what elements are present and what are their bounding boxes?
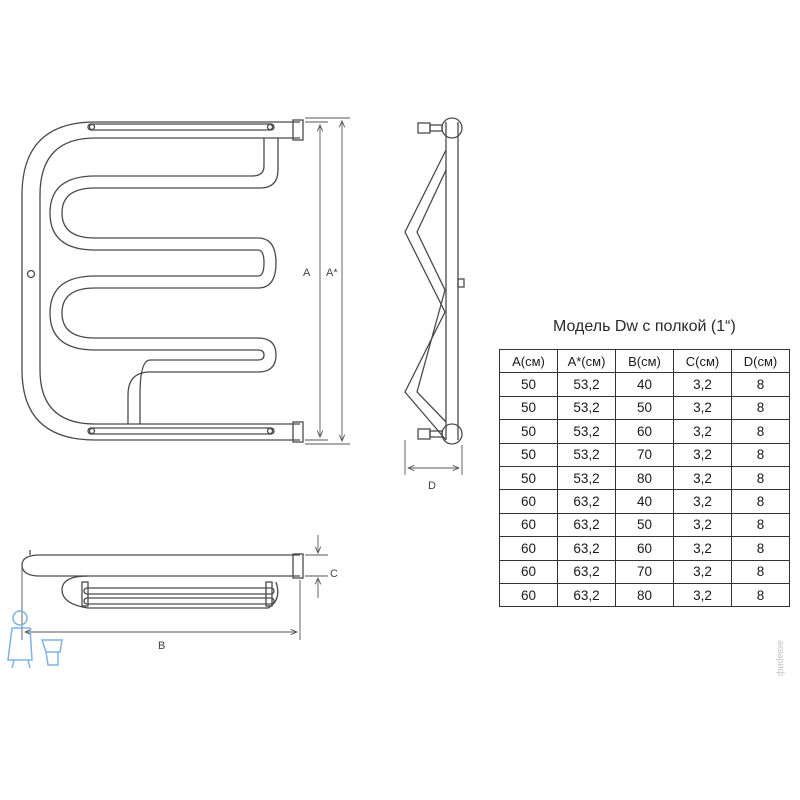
table-cell: 60 (615, 536, 674, 561)
table-cell: 3,2 (673, 489, 732, 514)
table-cell: 70 (615, 442, 674, 467)
dimension-a (305, 117, 350, 445)
table-cell: 3,2 (673, 442, 732, 467)
label-d: D (428, 480, 436, 492)
table-cell: 53,2 (557, 465, 616, 491)
watermark: аквариф (776, 640, 786, 677)
table-cell: 50 (499, 465, 558, 491)
top-rail (87, 123, 275, 131)
plumber-logo-icon (7, 610, 63, 669)
table-cell: 60 (499, 582, 558, 608)
table-cell: 8 (731, 489, 790, 514)
header-b: B(см) (615, 348, 674, 374)
table-cell: 8 (731, 395, 790, 421)
table-cell: 50 (615, 395, 674, 421)
label-c: C (330, 568, 338, 580)
front-frame-outer (21, 121, 300, 441)
coil-outer (61, 138, 279, 424)
header-a: A(см) (499, 348, 558, 374)
table-cell: 50 (499, 442, 558, 467)
table-cell: 63,2 (557, 559, 616, 584)
header-d: D(см) (731, 348, 790, 374)
table-cell: 3,2 (673, 582, 732, 608)
table-cell: 63,2 (557, 582, 616, 608)
header-a-star: A*(см) (557, 348, 616, 374)
bottom-end-cap (292, 421, 304, 443)
table-cell: 80 (615, 582, 674, 608)
table-cell: 80 (615, 465, 674, 491)
table-cell: 60 (499, 512, 558, 538)
table-cell: 8 (731, 465, 790, 491)
table-cell: 63,2 (557, 489, 616, 514)
table-header-row: A(см) A*(см) B(см) C(см) D(см) (499, 348, 790, 374)
table-cell: 50 (615, 512, 674, 538)
label-a: A (303, 267, 311, 279)
model-title: Модель Dw с полкой (1“) (553, 318, 736, 335)
table-cell: 40 (615, 489, 674, 514)
top-end-cap (292, 119, 304, 141)
table-cell: 60 (499, 559, 558, 584)
table-cell: 8 (731, 372, 790, 397)
table-cell: 40 (615, 372, 674, 397)
mount-hole (26, 269, 36, 279)
table-cell: 50 (499, 419, 558, 444)
table-cell: 50 (499, 372, 558, 397)
bottom-rail (87, 427, 275, 435)
table-cell: 53,2 (557, 372, 616, 397)
table-cell: 53,2 (557, 419, 616, 444)
table-cell: 63,2 (557, 536, 616, 561)
table-cell: 8 (731, 559, 790, 584)
table-cell: 3,2 (673, 512, 732, 538)
side-view (404, 117, 465, 445)
table-cell: 60 (615, 419, 674, 444)
table-cell: 3,2 (673, 395, 732, 421)
table-cell: 8 (731, 419, 790, 444)
side-zigzag-outer (404, 149, 447, 441)
table-cell: 63,2 (557, 512, 616, 538)
table-cell: 53,2 (557, 442, 616, 467)
table-cell: 3,2 (673, 372, 732, 397)
table-cell: 70 (615, 559, 674, 584)
table-cell: 3,2 (673, 419, 732, 444)
top-view (21, 550, 304, 609)
table-cell: 60 (499, 489, 558, 514)
table-cell: 8 (731, 582, 790, 608)
front-view (21, 119, 304, 443)
coil-inner (49, 138, 265, 424)
table-cell: 60 (499, 536, 558, 561)
table-cell: 3,2 (673, 536, 732, 561)
table-cell: 8 (731, 536, 790, 561)
front-frame-inner (39, 137, 300, 425)
label-b: B (158, 640, 165, 652)
side-zigzag-inner (416, 169, 447, 423)
table-cell: 8 (731, 442, 790, 467)
table-cell: 50 (499, 395, 558, 421)
table-cell: 3,2 (673, 559, 732, 584)
dimension-c (305, 535, 328, 598)
dimension-d (404, 440, 463, 475)
label-a-star: A* (326, 267, 338, 279)
table-cell: 53,2 (557, 395, 616, 421)
header-c: C(см) (673, 348, 732, 374)
table-cell: 3,2 (673, 465, 732, 491)
table-cell: 8 (731, 512, 790, 538)
